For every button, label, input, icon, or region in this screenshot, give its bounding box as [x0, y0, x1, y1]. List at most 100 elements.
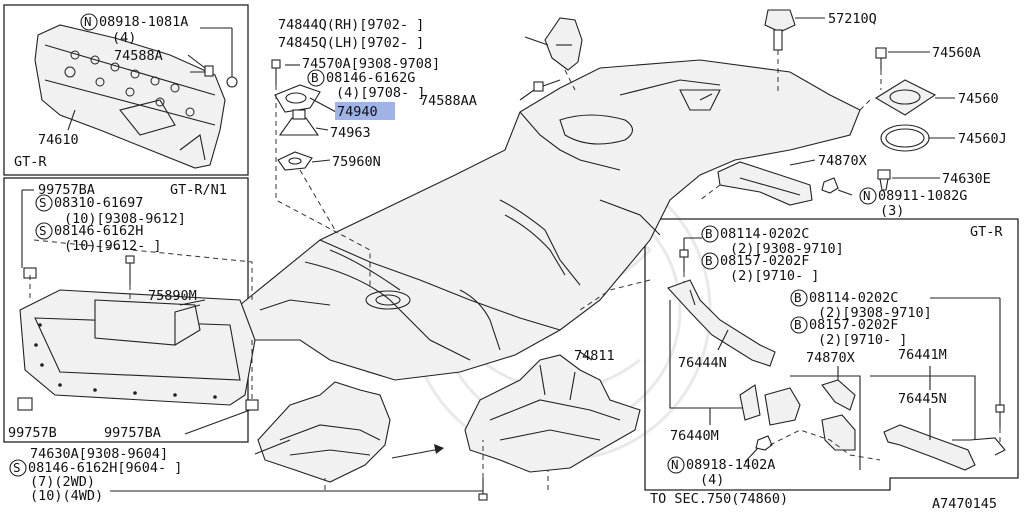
symbol-b-08157-0202F-b: B	[790, 316, 808, 334]
label-74560A: 74560A	[932, 45, 981, 61]
luggage-board-75890M	[19, 289, 256, 406]
symbol-n-08918-1081A: N	[80, 13, 98, 31]
label-74870X-top: 74870X	[818, 153, 867, 169]
label-top-left-variant: GT-R	[14, 154, 47, 170]
floor-pan	[234, 59, 861, 381]
label-99757B: 99757B	[8, 425, 57, 441]
screw-74560A	[875, 47, 887, 70]
label-08114-0202C-a: 08114-0202C	[720, 226, 809, 242]
under-cover-74630A	[257, 381, 391, 483]
label-right-variant: GT-R	[970, 224, 1003, 240]
label-08918-1402A-qty: (4)	[700, 472, 724, 488]
dash-74870X-top	[699, 184, 721, 201]
seal-74560J	[880, 124, 930, 152]
leader-75890M	[179, 299, 206, 306]
boot-74963	[278, 109, 320, 136]
label-74560: 74560	[958, 91, 999, 107]
label-08146-6162H-b: 08146-6162H[9604- ]	[28, 460, 182, 476]
symbol-b-08114-0202C-a: B	[701, 225, 719, 243]
symbol-n-08911-1082G: N	[859, 187, 877, 205]
label-99757BA-top: 99757BA	[38, 182, 95, 198]
nut-08918-1402A	[755, 435, 773, 451]
nut-08911-1082G	[821, 177, 839, 194]
label-75890M: 75890M	[148, 288, 197, 304]
symbol-b-08157-0202F-a: B	[701, 252, 719, 270]
label-08146-6162H-b-qty2: (10)(4WD)	[30, 488, 103, 504]
label-to-sec-750[interactable]: TO SEC.750(74860)	[650, 491, 788, 507]
label-74588AA: 74588AA	[420, 93, 477, 109]
label-08157-0202F-b: 08157-0202F	[809, 317, 898, 333]
label-08157-0202F-b-qty: (2)[9710- ]	[818, 332, 907, 348]
leader-74630A	[254, 439, 291, 455]
label-74870X-right: 74870X	[806, 350, 855, 366]
leader-74588A	[187, 54, 206, 69]
label-57210Q: 57210Q	[828, 11, 877, 27]
label-08310-61697-qty: (10)[9308-9612]	[64, 211, 186, 227]
cover-74940	[274, 84, 321, 113]
label-75960N: 75960N	[332, 154, 381, 170]
bracket-76440M-left	[669, 300, 742, 409]
svg-text:N: N	[671, 457, 679, 472]
svg-text:S: S	[39, 223, 47, 238]
bolt-08114-0202C-b	[995, 404, 1005, 428]
dash-board-top	[33, 239, 253, 300]
svg-text:B: B	[705, 226, 713, 241]
symbol-b-08114-0202C-b: B	[790, 289, 808, 307]
svg-text:S: S	[39, 195, 47, 210]
leader-74940	[309, 97, 337, 113]
label-08146-6162H-qty: (10)[9612- ]	[64, 238, 162, 254]
label-74630E: 74630E	[942, 171, 991, 187]
leader-08918-1402A	[744, 447, 759, 463]
rear-panel-74610	[34, 24, 226, 169]
label-08911-1082G-qty: (3)	[880, 203, 904, 219]
svg-text:B: B	[794, 290, 802, 305]
tube-76445N	[883, 424, 1006, 471]
label-08146-6162H: 08146-6162H	[54, 223, 143, 239]
leader-74610	[67, 109, 76, 131]
label-74844Q: 74844Q(RH)[9702- ]	[278, 17, 424, 33]
under-cover-74811	[464, 354, 641, 473]
svg-text:B: B	[705, 253, 713, 268]
bracket-74870X-group	[790, 375, 861, 470]
svg-text:N: N	[863, 188, 871, 203]
lid-74560	[874, 79, 937, 116]
leader-99757BA-bottom	[184, 409, 251, 435]
label-left-variant: GT-R/N1	[170, 182, 227, 198]
dash-74844Q	[564, 69, 576, 91]
screw-08310-61697	[125, 255, 135, 285]
label-08911-1082G: 08911-1082G	[878, 188, 967, 204]
highlight-74940	[335, 102, 395, 120]
label-99757BA-bottom: 99757BA	[104, 425, 161, 441]
label-76444N: 76444N	[678, 355, 727, 371]
label-76445N: 76445N	[898, 391, 947, 407]
label-74963: 74963	[330, 125, 371, 141]
tube-76444N	[667, 279, 776, 367]
leader-74963	[315, 127, 329, 131]
bracket-74844Q	[544, 17, 583, 71]
plug-57210Q	[764, 9, 796, 51]
leader-76444N	[717, 329, 729, 351]
label-74811: 74811	[574, 348, 615, 364]
label-08918-1081A-qty: (4)	[112, 30, 136, 46]
top-left-section-box	[3, 4, 249, 176]
label-08146-6162G-qty: (4)[9708- ]	[336, 85, 425, 101]
label-08146-6162G: 08146-6162G	[326, 70, 415, 86]
leader-74844Q	[524, 36, 549, 46]
bolt-08114-0202C-a	[679, 249, 689, 272]
label-74940[interactable]: 74940	[337, 104, 378, 120]
svg-text:B: B	[311, 70, 319, 85]
symbol-n-08918-1402A: N	[667, 456, 685, 474]
grommet-75960N	[277, 151, 313, 171]
dash-75960N	[299, 169, 336, 231]
svg-text:N: N	[84, 14, 92, 29]
clip-74630E	[877, 169, 891, 191]
right-section-box	[644, 218, 1019, 491]
leader-74870X-top	[789, 159, 816, 166]
dash-right-to-floor	[579, 279, 651, 311]
label-08157-0202F-a-qty: (2)[9710- ]	[730, 268, 819, 284]
label-74845Q: 74845Q(LH)[9702- ]	[278, 35, 424, 51]
direction-arrow	[391, 444, 444, 459]
dash-74940-group	[275, 85, 371, 290]
label-74570A: 74570A[9308-9708]	[302, 56, 440, 72]
